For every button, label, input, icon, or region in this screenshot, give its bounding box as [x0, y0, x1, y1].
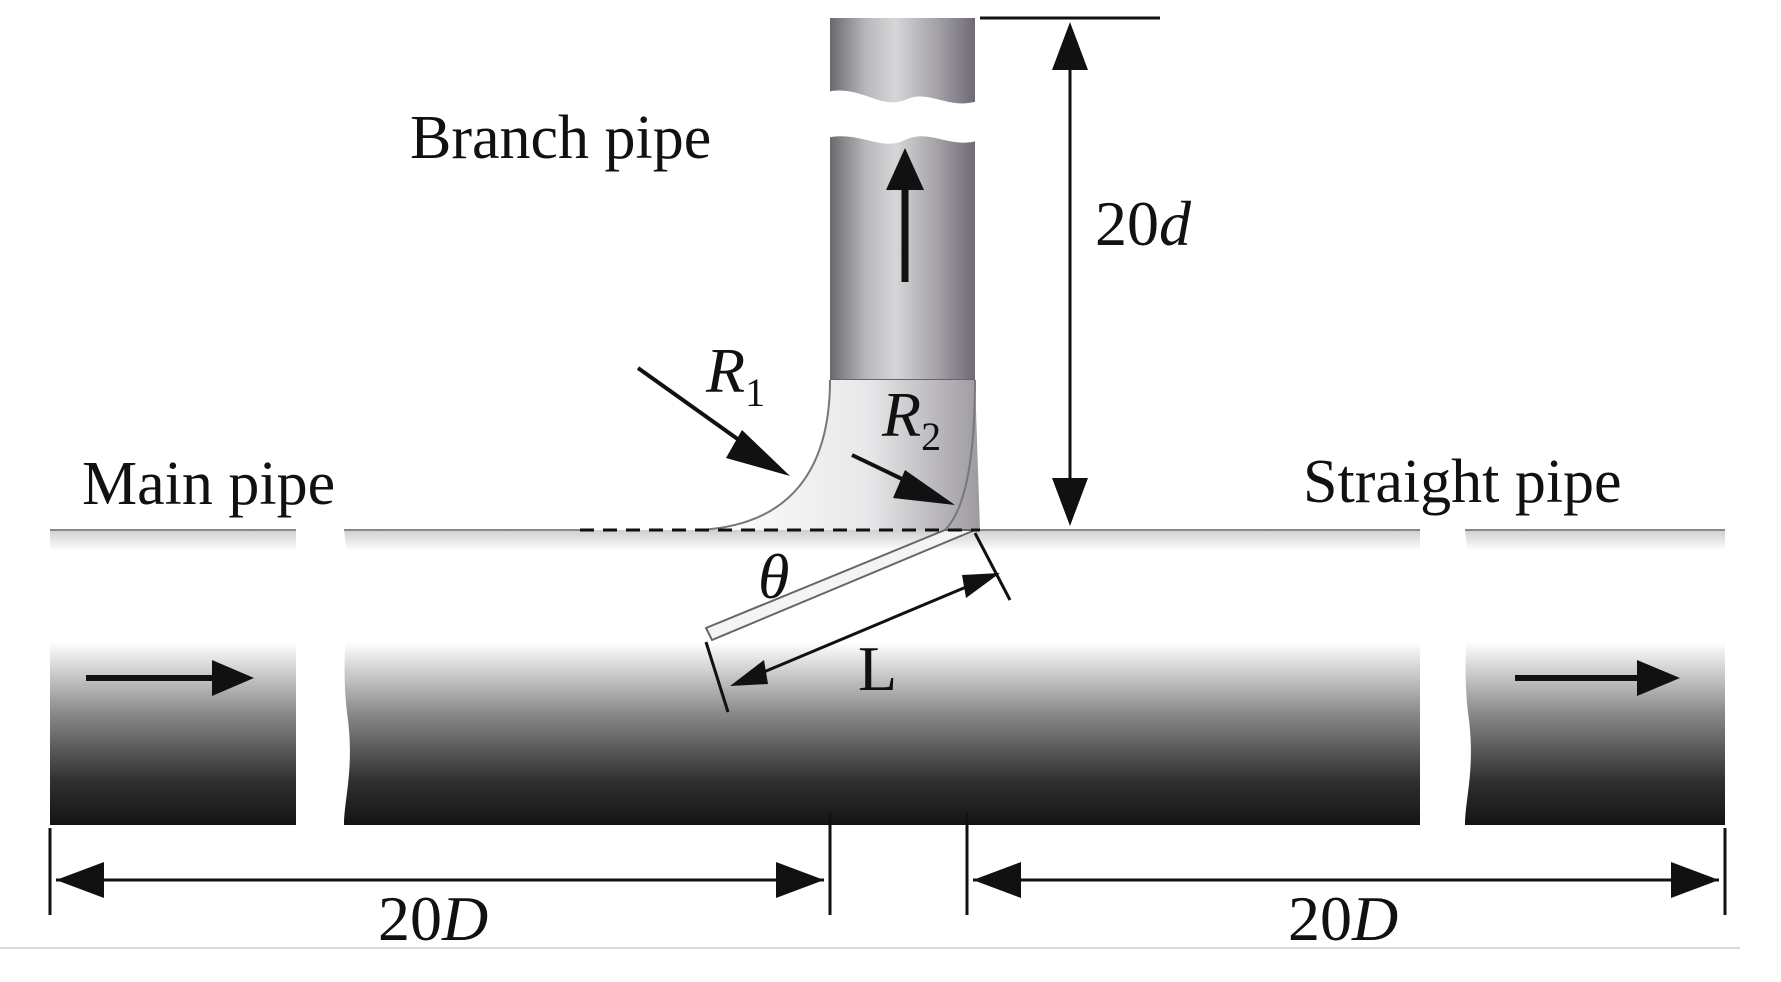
- right-length-label: 20D: [1288, 883, 1398, 954]
- main-pipe-body: [344, 530, 1420, 825]
- left-length-dimension: [48, 812, 832, 915]
- length-dimension: [704, 532, 1012, 713]
- branch-height-dimension: [980, 16, 1160, 526]
- arrow-right-icon: [86, 660, 254, 696]
- inclined-section: [704, 529, 976, 642]
- break-gap-left: [296, 530, 350, 825]
- arrow-right-icon: [1515, 660, 1680, 696]
- branch-pipe: [699, 18, 980, 642]
- r1-label: R1: [705, 335, 765, 415]
- arrow-up-icon: [886, 148, 924, 282]
- length-label: L: [858, 633, 897, 704]
- main-pipe: [50, 529, 1725, 825]
- break-gap-right: [1420, 530, 1471, 825]
- right-length-dimension: [965, 812, 1727, 915]
- r2-pointer: [851, 453, 955, 505]
- flow-arrows: [86, 148, 1680, 696]
- theta-label: θ: [758, 541, 789, 612]
- r1-pointer: [636, 366, 790, 476]
- left-length-label: 20D: [378, 883, 488, 954]
- branch-height-label: 20d: [1095, 188, 1192, 259]
- straight-pipe-label: Straight pipe: [1303, 448, 1622, 516]
- branch-break-wave: [826, 90, 980, 144]
- main-pipe-label: Main pipe: [82, 450, 335, 518]
- branch-pipe-label: Branch pipe: [410, 104, 711, 172]
- r2-label: R2: [881, 379, 941, 459]
